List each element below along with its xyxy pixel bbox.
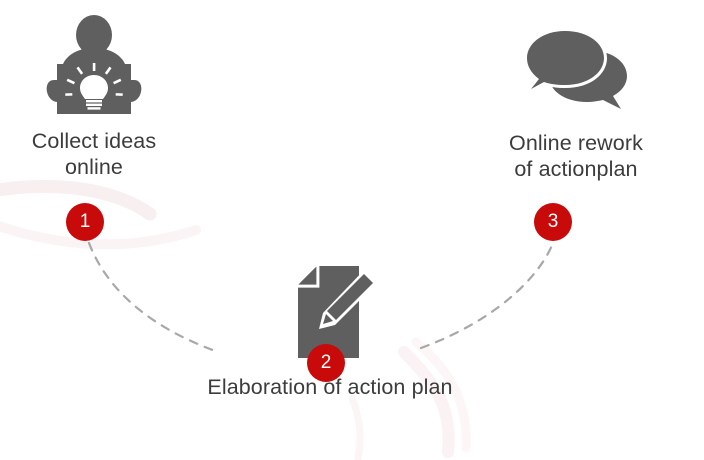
step-badge-1[interactable]: 1 — [66, 203, 104, 241]
step-3-label: Online rework of actionplan — [509, 131, 643, 181]
process-step-3[interactable]: Online rework of actionplan — [478, 14, 674, 182]
process-step-1[interactable]: Collect ideas online — [0, 14, 188, 180]
step-2-label: Elaboration of action plan — [207, 375, 453, 399]
step-badge-3[interactable]: 3 — [534, 203, 572, 241]
person-presenting-lightbulb-icon — [42, 14, 146, 116]
step-badge-2[interactable]: 2 — [307, 344, 345, 382]
document-pencil-icon — [278, 262, 382, 362]
speech-bubbles-icon — [521, 14, 631, 112]
process-step-2[interactable]: Elaboration of action plan — [182, 262, 478, 400]
step-1-label: Collect ideas online — [31, 129, 157, 179]
